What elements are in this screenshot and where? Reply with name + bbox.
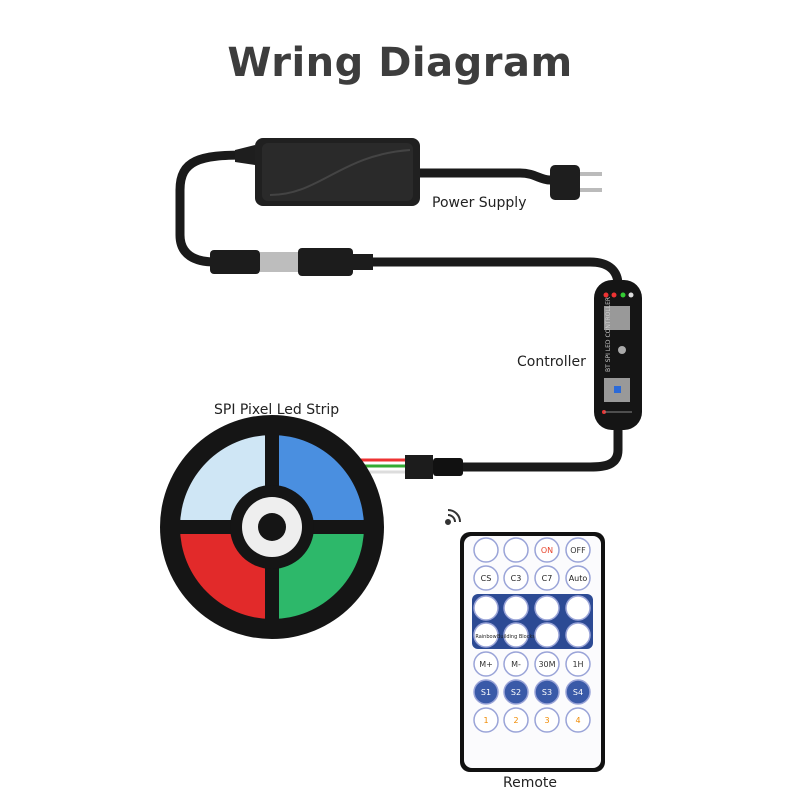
remote-button-label: Rainbow [475, 634, 496, 640]
remote-button-label: CS [481, 574, 492, 583]
remote-button-row1-2[interactable] [503, 537, 529, 563]
label-remote: Remote [503, 775, 558, 791]
remote-button-row2-1[interactable] [473, 565, 499, 591]
power-cable-left [175, 150, 250, 267]
remote-button-label: 1 [483, 716, 488, 725]
remote-button-row5-3[interactable] [534, 651, 560, 677]
remote-button-row1-4[interactable] [565, 537, 591, 563]
remote-button-row5-4[interactable] [565, 651, 591, 677]
remote-button-label: 3 [544, 716, 549, 725]
ac-plug [550, 165, 602, 200]
remote-button-row4-1[interactable] [473, 622, 499, 648]
remote-button-row6-4[interactable] [565, 679, 591, 705]
remote-button-row3-3[interactable] [534, 595, 560, 621]
ac-cable [415, 168, 555, 185]
remote-button-row4-3[interactable] [534, 622, 560, 648]
remote-button-row1-3[interactable] [534, 537, 560, 563]
remote-button-label: 1H [572, 660, 583, 669]
remote-button-row2-4[interactable] [565, 565, 591, 591]
remote-button-label: OFF [570, 546, 586, 555]
remote-button-label: 2 [513, 716, 518, 725]
remote-button-row6-1[interactable] [473, 679, 499, 705]
remote-button-label: S1 [481, 688, 491, 697]
controller-print: BT SPI LED CONTROLLER [605, 297, 612, 372]
remote-button-label: M+ [479, 660, 493, 669]
remote-button-label: Building Blocks [497, 634, 535, 640]
remote-button-row4-2[interactable] [503, 622, 529, 648]
remote-button-label: 30M [538, 660, 555, 669]
controller-device: BT SPI LED CONTROLLER [594, 280, 642, 430]
remote-button-label: ON [541, 546, 553, 555]
page-title: Wring Diagram [227, 40, 573, 86]
label-power-supply: Power Supply [432, 195, 527, 211]
remote-button-label: S3 [542, 688, 552, 697]
cable-to-strip [455, 420, 623, 472]
label-led-strip: SPI Pixel Led Strip [214, 402, 340, 418]
remote-button-label: C3 [511, 574, 522, 583]
remote-button-row2-3[interactable] [534, 565, 560, 591]
remote-button-row5-2[interactable] [503, 651, 529, 677]
remote-button-row7-1[interactable] [473, 707, 499, 733]
remote-button-row7-2[interactable] [503, 707, 529, 733]
remote-button-row6-3[interactable] [534, 679, 560, 705]
label-controller: Controller [517, 354, 586, 370]
remote-button-label: S4 [573, 688, 583, 697]
remote-button-row3-1[interactable] [473, 595, 499, 621]
remote-button-row2-2[interactable] [503, 565, 529, 591]
remote-button-row7-3[interactable] [534, 707, 560, 733]
remote-button-label: Auto [569, 574, 588, 583]
remote-button-row5-1[interactable] [473, 651, 499, 677]
cable-to-controller [365, 257, 623, 290]
remote-button-row4-4[interactable] [565, 622, 591, 648]
remote-button-label: M- [511, 660, 521, 669]
power-supply [235, 138, 420, 206]
remote-button-label: 4 [575, 716, 580, 725]
remote-button-label: S2 [511, 688, 521, 697]
remote-button-label: C7 [542, 574, 553, 583]
remote-button-row7-4[interactable] [565, 707, 591, 733]
led-strip-reel [160, 415, 384, 639]
remote-button-row1-1[interactable] [473, 537, 499, 563]
remote-button-row3-2[interactable] [503, 595, 529, 621]
remote-button-row6-2[interactable] [503, 679, 529, 705]
wifi-signal-icon [445, 509, 461, 525]
dc-connector [210, 248, 373, 276]
remote-button-row3-4[interactable] [565, 595, 591, 621]
